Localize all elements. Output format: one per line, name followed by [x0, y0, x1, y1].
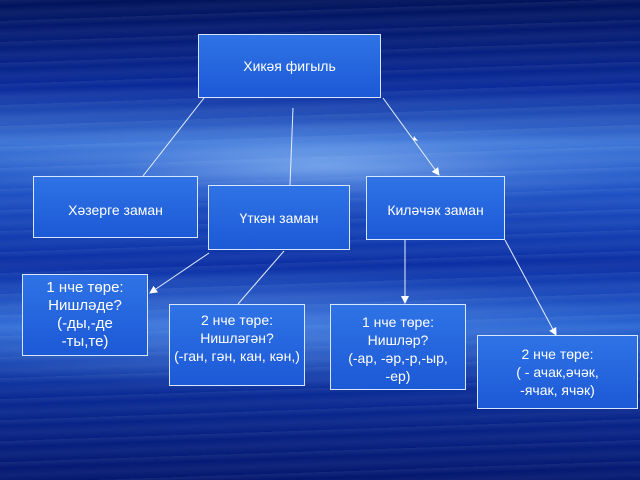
future-form1-title: 1 нче төре: — [361, 314, 435, 330]
past-form1-box: 1 нче төре: Нишләде? (-ды,-де -ты,те) — [22, 274, 148, 356]
future-form2-title: 2 нче төре: — [521, 346, 594, 362]
past-form2-title: 2 нче төре: — [200, 312, 274, 328]
past-form2-question: Нишләгән? — [200, 330, 274, 346]
future-tense-label: Киләчәк заман — [387, 202, 484, 218]
past-form1-suffix2: -ты,те) — [61, 333, 109, 350]
past-form1-question: Нишләде? — [48, 297, 122, 314]
future-form1-question: Нишләр? — [367, 332, 429, 348]
past-tense-label: Үткән заман — [239, 209, 319, 226]
line-root-future — [382, 97, 440, 176]
past-form1-suffix1: (-ды,-де — [57, 315, 113, 332]
past-form2-suffix1: (-ган, гән, кан, кән,) — [174, 348, 300, 364]
future-form2-box: 2 нче төре: ( - ачак,әчәк, -ячак, ячәк) — [477, 335, 638, 409]
past-tense-box: Үткән заман — [208, 185, 350, 250]
line-future-form2 — [504, 239, 557, 336]
root-label: Хикәя фигыль — [243, 58, 336, 74]
future-form2-suffix2: -ячак, ячәк) — [520, 382, 595, 398]
future-tense-box: Киләчәк заман — [366, 176, 505, 240]
arrow-tick — [413, 136, 418, 141]
line-past-form1 — [149, 252, 210, 294]
past-form2-box: 2 нче төре: Нишләгән? (-ган, гән, кан, к… — [169, 304, 305, 386]
root-box: Хикәя фигыль — [198, 34, 381, 98]
present-tense-label: Хәзерге заман — [68, 202, 163, 218]
line-past-form2 — [237, 250, 285, 305]
past-form1-title: 1 нче төре: — [46, 279, 124, 296]
present-tense-box: Хәзерге заман — [33, 176, 198, 238]
future-form1-box: 1 нче төре: Нишләр? (-ар, -әр,-р,-ыр, -е… — [330, 304, 466, 390]
line-root-present — [142, 97, 205, 177]
line-root-past — [289, 107, 294, 186]
future-form2-suffix1: ( - ачак,әчәк, — [516, 364, 599, 380]
future-form1-suffix2: -ер) — [385, 368, 411, 384]
future-form1-suffix1: (-ар, -әр,-р,-ыр, — [348, 350, 448, 366]
